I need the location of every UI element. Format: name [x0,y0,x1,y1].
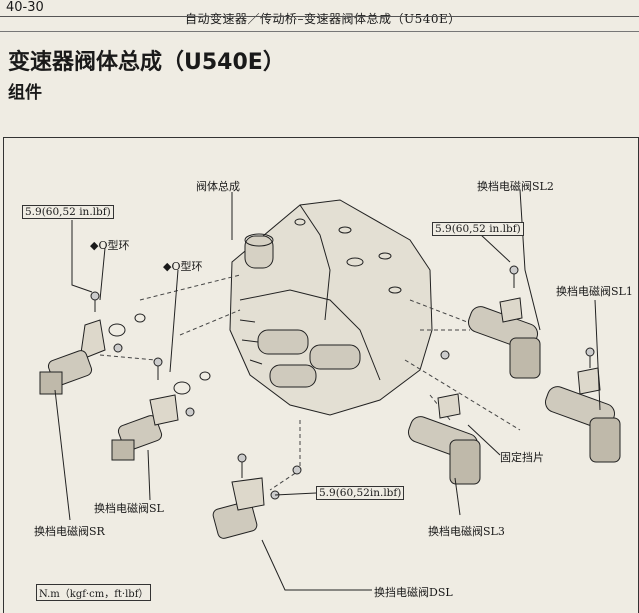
solenoid-sl1-illustration [544,347,621,463]
header-title: 自动变速器／传动桥–变速器阀体总成（U540E） [185,12,461,26]
solenoid-sl3-illustration [407,393,481,485]
section-subtitle: 组件 [8,83,42,103]
solenoid-sl2-illustration [467,265,541,379]
solenoid-sl-illustration [111,343,195,461]
label-o-ring-1: ◆O型环 [90,239,130,252]
valve-body-illustration [229,199,433,416]
label-fixing-plate: 固定挡片 [500,451,544,464]
label-valve-body: 阀体总成 [196,180,240,193]
section-title: 变速器阀体总成（U540E） [8,50,285,75]
solenoid-dsl-illustration [212,453,280,539]
o-ring-1-illustration [108,323,126,337]
units-legend: N.m（kgf·cm，ft·lbf） [36,584,152,601]
torque-spec-3: 5.9(60,52in.lbf) [316,486,405,500]
label-solenoid-sl: 换档电磁阀SL [94,502,164,515]
page-number: 40-30 [6,0,44,15]
label-solenoid-sl1: 换档电磁阀SL1 [556,285,633,298]
solenoid-sr-illustration [39,291,106,395]
label-solenoid-sl2: 换档电磁阀SL2 [477,180,554,193]
torque-spec-1: 5.9(60,52 in.lbf) [22,205,114,219]
header-rule [0,16,639,17]
header-rule-lower [0,31,639,32]
o-ring-2-illustration [173,381,191,395]
label-solenoid-dsl: 换挡电磁阀DSL [374,586,453,599]
label-solenoid-sl3: 换档电磁阀SL3 [428,525,505,538]
label-solenoid-sr: 换档电磁阀SR [34,525,105,538]
torque-spec-2: 5.9(60,52 in.lbf) [432,222,524,236]
label-o-ring-2: ◆O型环 [163,260,203,273]
